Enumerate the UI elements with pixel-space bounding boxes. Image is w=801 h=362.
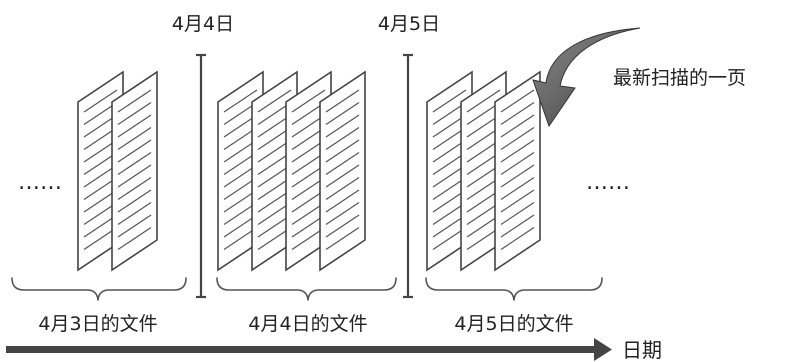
document-stack-apr3 bbox=[77, 70, 158, 272]
brace-apr4 bbox=[216, 277, 397, 301]
brace-apr5 bbox=[425, 277, 603, 301]
document-page-icon bbox=[494, 70, 541, 272]
curved-arrow-icon bbox=[532, 27, 641, 128]
files-label-apr4: 4月4日的文件 bbox=[248, 313, 367, 335]
document-page-icon bbox=[319, 70, 366, 272]
files-label-apr3: 4月3日的文件 bbox=[38, 313, 157, 335]
date-label-apr5: 4月5日 bbox=[378, 13, 440, 35]
latest-page-label: 最新扫描的一页 bbox=[613, 67, 746, 89]
date-label-apr4: 4月4日 bbox=[172, 13, 234, 35]
files-label-apr5: 4月5日的文件 bbox=[454, 313, 573, 335]
brace-apr3 bbox=[11, 277, 187, 301]
divider-apr4 bbox=[196, 53, 206, 299]
ellipsis-right: …… bbox=[586, 170, 630, 195]
timeline-arrow bbox=[6, 338, 612, 361]
date-axis-label: 日期 bbox=[622, 338, 662, 362]
document-page-icon bbox=[111, 70, 158, 272]
document-stack-apr5 bbox=[426, 70, 541, 272]
document-stack-apr4 bbox=[217, 70, 366, 272]
ellipsis-left: …… bbox=[18, 170, 62, 195]
divider-apr5 bbox=[403, 53, 413, 299]
